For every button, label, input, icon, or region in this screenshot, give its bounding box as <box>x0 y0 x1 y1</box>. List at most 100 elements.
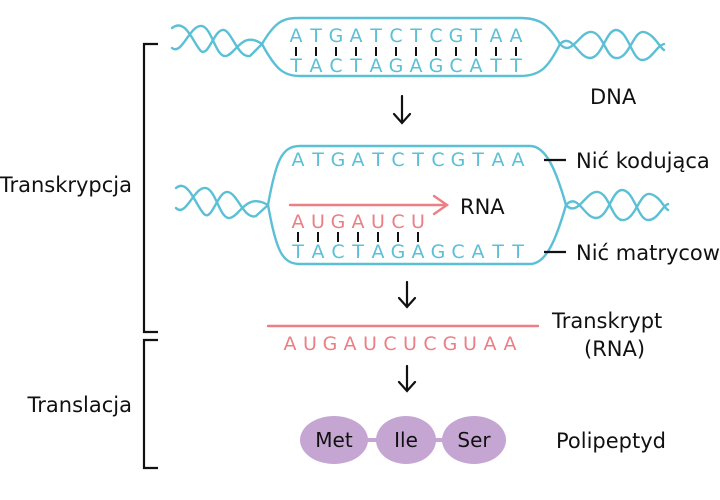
dna-base-pairs <box>295 47 517 56</box>
template-base: C <box>331 241 344 263</box>
dna-top-base: T <box>469 25 482 47</box>
transcript-base: C <box>383 333 396 355</box>
dna-top-base: A <box>350 25 363 47</box>
transcript-base: U <box>403 333 417 355</box>
rna-partial-base: U <box>311 211 325 233</box>
dna-bottom-base: T <box>349 55 362 77</box>
dna-bottom-strand <box>260 42 562 78</box>
amino-acid-ser-label: Ser <box>457 428 491 452</box>
coding-base: C <box>431 149 444 171</box>
dna-bottom-base: A <box>470 55 483 77</box>
transcription-label: Transkrypcja <box>0 173 132 197</box>
bubble-left-twist-b <box>174 186 270 220</box>
template-base: G <box>391 241 406 263</box>
transcript-base: A <box>504 333 517 355</box>
rna-partial-base: A <box>352 211 365 233</box>
dna-bottom-base: A <box>370 55 383 77</box>
dna-bottom-base: G <box>429 55 444 77</box>
dna-bottom-base: T <box>289 55 302 77</box>
coding-base: A <box>512 149 525 171</box>
rna-partial-base: U <box>411 211 425 233</box>
coding-base: T <box>311 149 324 171</box>
dna-helix <box>170 16 666 78</box>
transcript-base: G <box>323 333 338 355</box>
polypeptide-label: Polipeptyd <box>556 429 666 453</box>
dna-top-strand <box>260 16 562 46</box>
dna-top-base: T <box>309 25 322 47</box>
dna-bottom-base: A <box>410 55 423 77</box>
rna-partial-base: A <box>292 211 305 233</box>
rna-partial-base: G <box>331 211 346 233</box>
transcript-base: U <box>463 333 477 355</box>
template-base: A <box>472 241 485 263</box>
template-base: T <box>351 241 364 263</box>
coding-strand-line <box>266 144 568 207</box>
template-base: G <box>431 241 446 263</box>
dna-right-twist <box>558 28 666 62</box>
coding-base: C <box>391 149 404 171</box>
transcript-label-rna: (RNA) <box>584 337 645 361</box>
transcription-bubble <box>174 144 670 266</box>
coding-base: A <box>492 149 505 171</box>
coding-base: T <box>471 149 484 171</box>
dna-top-base: C <box>429 25 442 47</box>
translation-label: Translacja <box>27 393 132 417</box>
dna-top-base: A <box>290 25 303 47</box>
bubble-right-twist-b <box>564 190 670 222</box>
amino-acid-met <box>300 416 368 464</box>
transcript-base: G <box>443 333 458 355</box>
transcript-base: A <box>284 333 297 355</box>
dna-bottom-base: C <box>329 55 342 77</box>
transcript-base: A <box>484 333 497 355</box>
arrow-down-2 <box>397 280 417 309</box>
dna-bottom-base: A <box>310 55 323 77</box>
dna-top-base: G <box>449 25 464 47</box>
dna-top-base: A <box>510 25 523 47</box>
template-base: T <box>511 241 524 263</box>
rna-partial-base: C <box>391 211 404 233</box>
template-base: T <box>491 241 504 263</box>
rna-partial-base: U <box>371 211 385 233</box>
dna-bottom-base: T <box>509 55 522 77</box>
coding-base: T <box>411 149 424 171</box>
polypeptide-chain: Met Ile Ser <box>300 416 506 464</box>
coding-base: G <box>331 149 346 171</box>
bubble-right-twist <box>564 188 670 222</box>
coding-base: G <box>451 149 466 171</box>
transcript-base: U <box>363 333 377 355</box>
template-strand-label: Nić matrycowa <box>576 241 720 265</box>
coding-base: T <box>371 149 384 171</box>
dna-top-base: G <box>329 25 344 47</box>
dna-top-base: T <box>369 25 382 47</box>
coding-base: A <box>352 149 365 171</box>
template-strand-line <box>266 203 568 266</box>
transcript-base: A <box>344 333 357 355</box>
dna-right-twist-b <box>558 30 666 60</box>
transcript-base: C <box>423 333 436 355</box>
amino-acid-met-label: Met <box>315 428 353 452</box>
template-base: A <box>412 241 425 263</box>
transcription-bracket <box>142 42 158 334</box>
dna-top-base: A <box>490 25 503 47</box>
arrow-down-3 <box>397 364 417 393</box>
coding-strand-label: Nić kodująca <box>576 149 710 173</box>
template-base: T <box>291 241 304 263</box>
dna-left-twist-b <box>170 24 264 58</box>
arrow-down-1 <box>392 94 412 125</box>
amino-acid-ile-label: Ile <box>394 428 418 452</box>
coding-base: A <box>292 149 305 171</box>
rna-template-pairs <box>297 232 419 242</box>
template-base: C <box>451 241 464 263</box>
dna-top-base: T <box>409 25 422 47</box>
dna-bottom-base: T <box>489 55 502 77</box>
template-base: A <box>312 241 325 263</box>
amino-acid-ser <box>442 416 506 464</box>
dna-bottom-base: C <box>449 55 462 77</box>
